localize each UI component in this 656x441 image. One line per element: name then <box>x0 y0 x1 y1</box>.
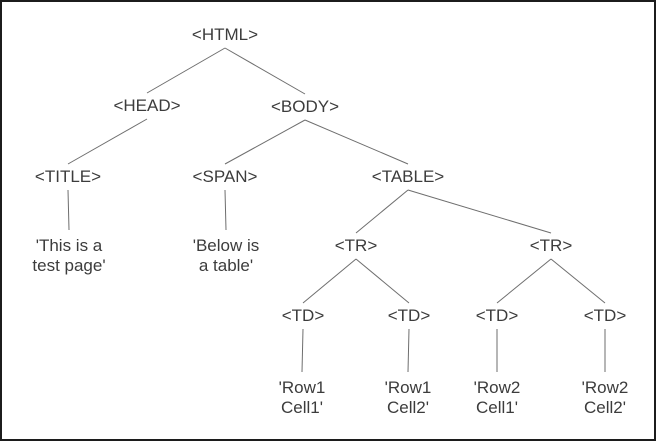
edge-td2-txt-td2 <box>407 328 410 373</box>
edge-html-head <box>146 47 226 94</box>
edge-span-txt-span <box>224 189 227 231</box>
tree-node-txt-td1: 'Row1 Cell1' <box>278 378 326 417</box>
tree-node-body: <BODY> <box>270 97 340 116</box>
tree-node-title: <TITLE> <box>34 167 102 186</box>
tree-node-table: <TABLE> <box>371 167 445 186</box>
edge-table-tr1 <box>355 189 409 234</box>
edge-tr2-td4 <box>550 258 606 304</box>
edge-title-txt-title <box>67 189 70 231</box>
tree-node-tr2: <TR> <box>529 236 573 255</box>
tree-node-txt-span: 'Below is a table' <box>192 236 260 275</box>
tree-node-txt-title: 'This is a test page' <box>32 236 106 275</box>
tree-node-td4: <TD> <box>583 306 627 325</box>
edge-tr1-td2 <box>355 258 410 304</box>
edge-body-span <box>224 119 306 165</box>
tree-node-span: <SPAN> <box>192 167 258 186</box>
tree-node-txt-td3: 'Row2 Cell1' <box>473 378 521 417</box>
edge-tr1-td1 <box>302 258 357 304</box>
edge-html-body <box>224 47 306 95</box>
edge-table-tr2 <box>407 189 552 234</box>
tree-node-tr1: <TR> <box>334 236 378 255</box>
edge-tr2-td3 <box>496 258 552 304</box>
tree-node-td1: <TD> <box>281 306 325 325</box>
tree-node-td3: <TD> <box>475 306 519 325</box>
tree-node-txt-td2: 'Row1 Cell2' <box>384 378 432 417</box>
tree-node-td2: <TD> <box>387 306 431 325</box>
edge-body-table <box>304 119 409 165</box>
tree-node-txt-td4: 'Row2 Cell2' <box>581 378 629 417</box>
edge-head-title <box>67 118 148 165</box>
edge-td1-txt-td1 <box>301 328 304 373</box>
tree-node-head: <HEAD> <box>113 96 181 115</box>
tree-node-html: <HTML> <box>191 25 259 44</box>
